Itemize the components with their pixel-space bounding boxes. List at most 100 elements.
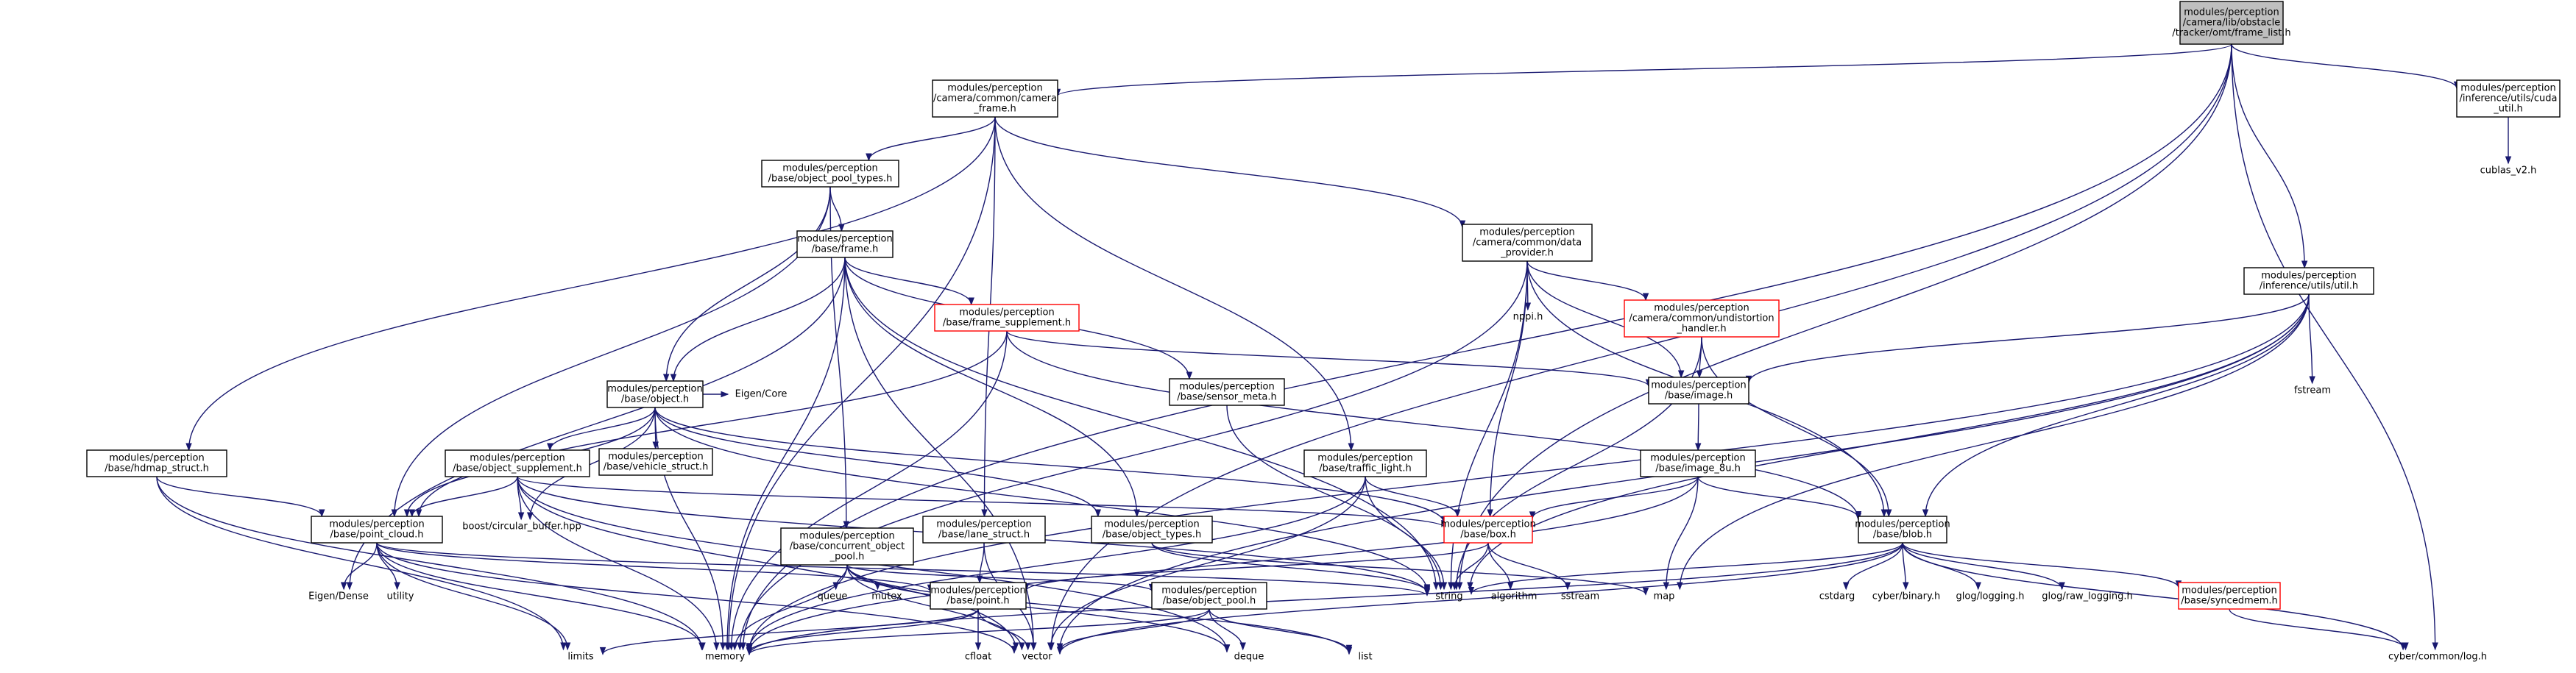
edge-camera-frame-to-traffic-light [994, 116, 1352, 451]
node-undistortion[interactable]: modules/perception/camera/common/undisto… [1624, 299, 1780, 338]
arrowhead [1448, 582, 1454, 591]
node-box [2179, 1, 2284, 45]
arrowhead [2309, 376, 2315, 385]
node-label-line: /inference/utils/cuda [2460, 93, 2558, 104]
node-frame-supplement[interactable]: modules/perception/base/frame_supplement… [934, 304, 1080, 332]
node-utility[interactable]: utility [387, 591, 414, 602]
node-lane-struct[interactable]: modules/perception/base/lane_struct.h [922, 516, 1046, 544]
node-algorithm[interactable]: algorithm [1491, 591, 1538, 602]
node-object-supplement[interactable]: modules/perception/base/object_supplemen… [445, 449, 590, 477]
node-frame[interactable]: modules/perception/base/frame.h [796, 230, 894, 258]
node-label-line: /inference/utils/util.h [2260, 281, 2358, 292]
node-circular-buffer[interactable]: boost/circular_buffer.hpp [462, 521, 581, 533]
edge-undistortion-to-blob [1701, 336, 1889, 517]
node-cuda-util[interactable]: modules/perception/inference/utils/cuda_… [2456, 79, 2561, 118]
node-label-line: /base/box.h [1460, 530, 1516, 541]
arrowhead [662, 374, 670, 382]
node-sensor-meta[interactable]: modules/perception/base/sensor_meta.h [1169, 378, 1285, 406]
node-box [86, 449, 227, 477]
arrowhead [1507, 582, 1514, 591]
node-cyber-log[interactable]: cyber/common/log.h [2388, 652, 2487, 663]
node-label-line: /base/object.h [621, 394, 689, 405]
edge-blob-to-string [1471, 542, 1903, 594]
node-concurrent-object-pool[interactable]: modules/perception/base/concurrent_objec… [780, 527, 914, 566]
node-deque[interactable]: deque [1234, 652, 1264, 663]
edge-traffic-light-to-vector [1050, 476, 1366, 650]
node-label-line: deque [1234, 652, 1264, 663]
node-limits[interactable]: limits [567, 652, 594, 663]
edge-data-provider-to-image [1526, 260, 1682, 378]
node-cublas[interactable]: cublas_v2.h [2480, 165, 2537, 177]
node-vector[interactable]: vector [1022, 652, 1052, 663]
node-cfloat[interactable]: cfloat [965, 652, 991, 663]
node-frame-list[interactable]: modules/perception/camera/lib/obstacle/t… [2172, 1, 2291, 45]
node-syncedmem[interactable]: modules/perception/base/syncedmem.h [2178, 582, 2281, 610]
node-cstdarg[interactable]: cstdarg [1819, 591, 1855, 602]
arrowhead [1529, 511, 1536, 520]
arrowhead [1239, 642, 1246, 651]
edge-concurrent-object-pool-to-memory [734, 564, 848, 650]
arrowhead [346, 582, 353, 591]
edge-object-to-object-types [654, 407, 1099, 517]
node-inference-util[interactable]: modules/perception/inference/utils/util.… [2243, 267, 2374, 295]
node-label-line: cublas_v2.h [2480, 165, 2537, 177]
node-data-provider[interactable]: modules/perception/camera/common/data_pr… [1462, 224, 1593, 262]
edge-frame-list-to-string [1459, 43, 2232, 590]
node-glog-raw-logging[interactable]: glog/raw_logging.h [2042, 591, 2132, 602]
node-hdmap-struct[interactable]: modules/perception/base/hdmap_struct.h [86, 449, 227, 477]
arrowhead [403, 509, 411, 518]
node-camera-frame[interactable]: modules/perception/camera/common/camera_… [932, 79, 1058, 118]
edge-object-pool-types-to-object [665, 186, 831, 382]
node-object-pool-types[interactable]: modules/perception/base/object_pool_type… [761, 160, 899, 188]
node-list[interactable]: list [1358, 652, 1372, 663]
node-box [598, 448, 713, 476]
node-label-line: list [1358, 652, 1372, 663]
edge-hdmap-struct-to-limits [156, 476, 565, 650]
node-point-cloud[interactable]: modules/perception/base/point_cloud.h [311, 516, 443, 544]
arrowhead [547, 443, 553, 452]
node-nppi[interactable]: nppi.h [1513, 312, 1543, 323]
node-object-types[interactable]: modules/perception/base/object_types.h [1091, 516, 1213, 544]
node-box [1624, 299, 1780, 338]
node-mutex[interactable]: mutex [871, 591, 902, 602]
node-cyber-binary[interactable]: cyber/binary.h [1872, 591, 1940, 602]
node-label-line: glog/raw_logging.h [2042, 591, 2132, 602]
node-traffic-light[interactable]: modules/perception/base/traffic_light.h [1303, 449, 1427, 477]
node-vehicle-struct[interactable]: modules/perception/base/vehicle_struct.h [598, 448, 713, 476]
node-sstream[interactable]: sstream [1561, 591, 1599, 602]
node-glog-logging[interactable]: glog/logging.h [1956, 591, 2025, 602]
node-box [1640, 449, 1756, 477]
node-label-line: /base/blob.h [1873, 530, 1932, 541]
edge-object-types-to-map [1151, 542, 1646, 595]
node-queue[interactable]: queue [818, 591, 848, 602]
arrowhead [652, 441, 659, 450]
edge-object-to-memory [654, 407, 723, 650]
node-object[interactable]: modules/perception/base/object.h [606, 380, 704, 408]
node-string[interactable]: string [1435, 591, 1462, 602]
node-label-line: /tracker/omt/frame_list.h [2172, 28, 2290, 39]
edge-object-to-string [654, 407, 1428, 591]
node-point[interactable]: modules/perception/base/point.h [930, 582, 1027, 610]
edge-frame-to-object-types [844, 257, 1138, 517]
node-label-line: modules/perception [799, 531, 894, 542]
node-fstream[interactable]: fstream [2294, 385, 2331, 396]
node-box [934, 304, 1080, 332]
arrowhead [2402, 642, 2409, 651]
node-image[interactable]: modules/perception/base/image.h [1648, 377, 1749, 405]
node-label-line: modules/perception [2261, 271, 2356, 282]
node-blob[interactable]: modules/perception/base/blob.h [1855, 516, 1950, 544]
edge-frame-supplement-to-point-cloud [418, 330, 1008, 517]
node-label-line: algorithm [1491, 591, 1538, 602]
node-eigen-core[interactable]: Eigen/Core [735, 389, 788, 400]
node-label-line: modules/perception [1651, 380, 1746, 391]
node-image-8u[interactable]: modules/perception/base/image_8u.h [1640, 449, 1756, 477]
node-box [930, 582, 1027, 610]
node-object-pool[interactable]: modules/perception/base/object_pool.h [1151, 582, 1267, 610]
node-box[interactable]: modules/perception/base/box.h [1440, 516, 1536, 544]
node-map[interactable]: map [1654, 591, 1675, 602]
node-eigen-dense[interactable]: Eigen/Dense [308, 591, 369, 602]
arrowhead [721, 391, 729, 398]
node-memory[interactable]: memory [705, 652, 746, 663]
arrowhead [1694, 443, 1702, 452]
edge-image-8u-to-box [1532, 476, 1699, 519]
